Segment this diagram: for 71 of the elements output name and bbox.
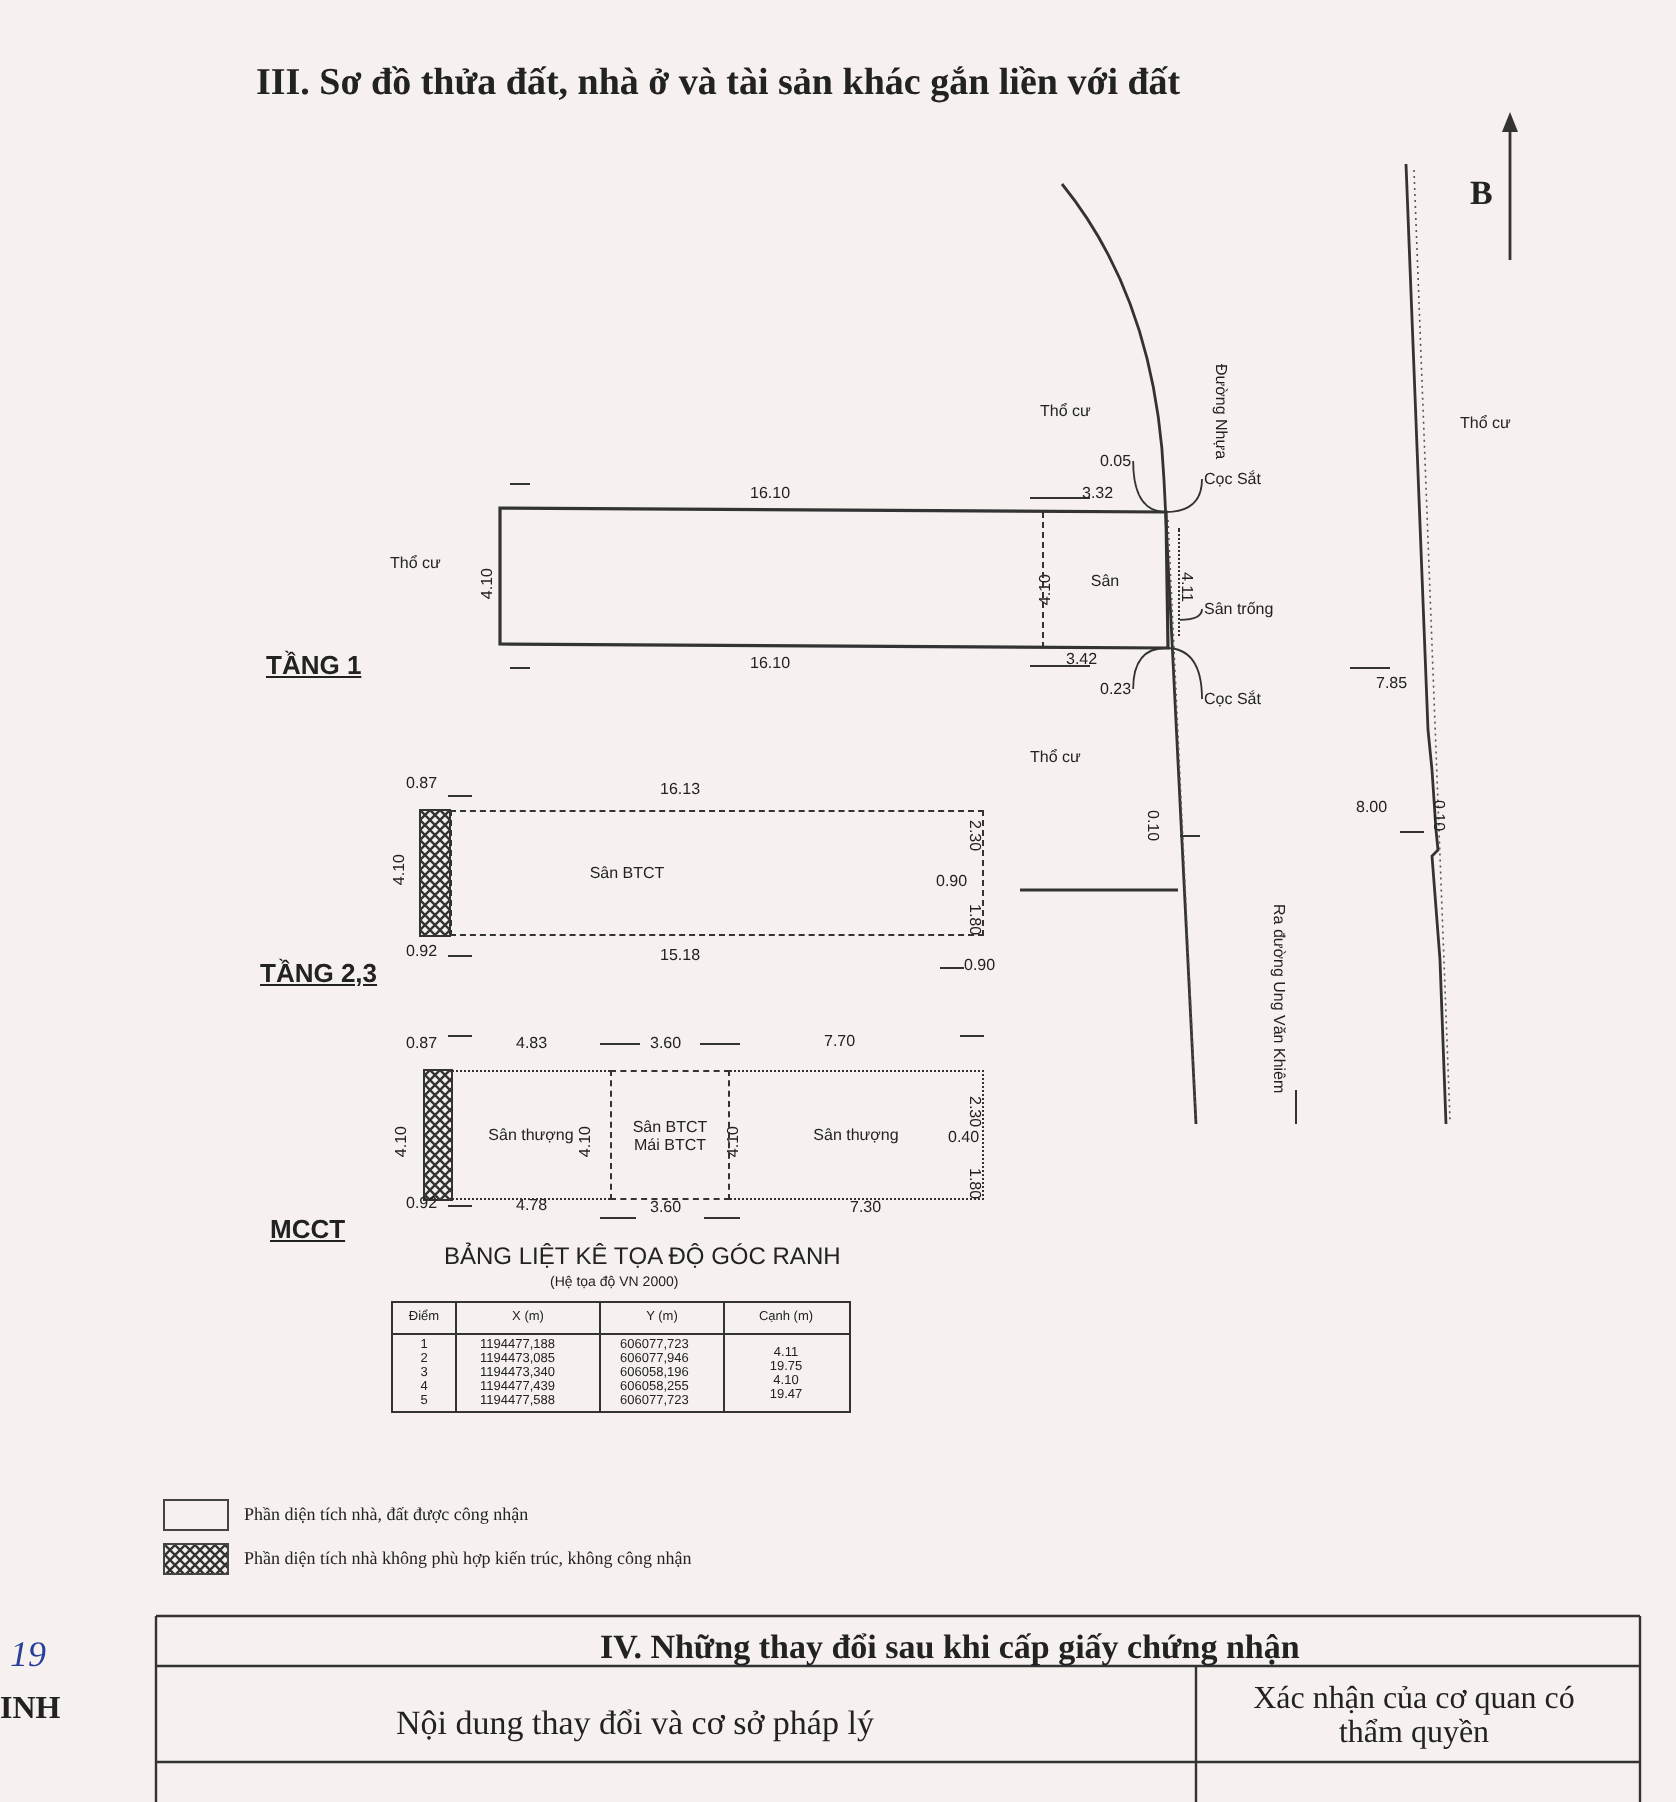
dimension-value: 2.30 (966, 820, 982, 852)
margin-number: 19 (10, 1636, 46, 1672)
area-label: Ra đường Ung Văn Khiêm (1270, 904, 1286, 1094)
dimension-value: 3.60 (650, 1200, 682, 1216)
dimension-value: 0.05 (1100, 452, 1132, 470)
leader-line (1132, 460, 1167, 513)
dimension-value: 0.90 (964, 958, 996, 974)
dimension-value: 16.13 (660, 782, 701, 798)
leader-text: Cọc Sắt (1204, 470, 1261, 488)
dimension-value: 0.87 (406, 776, 438, 792)
section-heading: IV. Những thay đổi sau khi cấp giấy chứng nhận (600, 1630, 1300, 1664)
area-label: Sân (1090, 571, 1120, 589)
dimension-value: 4.10 (726, 1126, 742, 1158)
dimension-value: 16.10 (750, 486, 791, 502)
table-title: BẢNG LIỆT KÊ TỌA ĐỘ GÓC RANH (444, 1244, 841, 1268)
area-label: Sân BTCT (632, 1117, 708, 1135)
dimension-value: 0.90 (936, 874, 968, 890)
leader-line (1179, 608, 1203, 621)
dimension-value: 1.80 (966, 1168, 982, 1200)
rooftop-terrace-area (452, 1070, 610, 1200)
dimension-value: 2.30 (966, 1096, 982, 1128)
floor-label: TẦNG 1 (266, 652, 362, 678)
dimension-value: 0.92 (406, 944, 438, 960)
dimension-value: 3.60 (650, 1036, 682, 1052)
north-label: B (1470, 176, 1493, 210)
legend-label: Phần diện tích nhà không phù hợp kiến trúc, không công nhận (244, 1550, 692, 1568)
leader-text: Sân trống (1204, 600, 1274, 618)
area-label: Đường Nhựa (1212, 364, 1228, 460)
leader-text: Cọc Sắt (1204, 690, 1261, 708)
floor-label: MCCT (270, 1216, 346, 1242)
section-title: III. Sơ đồ thửa đất, nhà ở và tài sản khác gắn liền với đất (256, 64, 1181, 102)
dimension-value: 7.30 (850, 1200, 882, 1216)
dimension-value: 0.40 (948, 1130, 980, 1146)
area-label: Thổ cư (1040, 404, 1091, 420)
dimension-value: 7.85 (1376, 676, 1408, 692)
area-label: Mái BTCT (634, 1135, 706, 1153)
dimension-value: 7.70 (824, 1034, 856, 1050)
area-label: Sân thượng (488, 1126, 574, 1144)
dimension-value: 1.80 (966, 904, 982, 936)
dimension-value: 4.83 (516, 1036, 548, 1052)
area-label: Thổ cư (1460, 416, 1511, 432)
dimension-value: 0.92 (406, 1196, 438, 1212)
dimension-value: 0.10 (1144, 810, 1160, 842)
dimension-value: 4.10 (394, 1126, 410, 1158)
dimension-value: 3.32 (1082, 486, 1114, 502)
dimension-value: 4.10 (578, 1126, 594, 1158)
dimension-value: 15.18 (660, 948, 701, 964)
dimension-value: 0.10 (1430, 800, 1446, 832)
area-label: Sân thượng (813, 1126, 899, 1144)
column-header: Nội dung thay đổi và cơ sở pháp lý (396, 1706, 874, 1740)
rooftop-terrace-area (730, 1070, 984, 1200)
concrete-floor-area (450, 810, 984, 936)
leader-line (1165, 647, 1203, 700)
concrete-roof-area (610, 1070, 730, 1200)
dimension-value: 8.00 (1356, 800, 1388, 816)
dimension-value: 4.11 (1178, 572, 1194, 602)
dimension-value: 4.10 (392, 854, 408, 886)
area-label: Sân BTCT (589, 864, 665, 882)
dimension-value: 0.23 (1100, 680, 1132, 698)
dimension-value: 0.87 (406, 1036, 438, 1052)
area-label: Thổ cư (390, 556, 441, 572)
floor-label: TẦNG 2,3 (260, 960, 378, 986)
area-label: Thổ cư (1030, 750, 1081, 766)
leader-line (1165, 478, 1203, 513)
dimension-value: 4.10 (480, 568, 496, 600)
leader-line (1132, 647, 1167, 690)
column-header: Xác nhận của cơ quan có thẩm quyền (1251, 1684, 1577, 1752)
dimension-value: 16.10 (750, 656, 791, 672)
dimension-value: 3.42 (1066, 652, 1098, 668)
legend-label: Phần diện tích nhà, đất được công nhận (244, 1506, 529, 1524)
margin-text: INH (0, 1694, 61, 1726)
